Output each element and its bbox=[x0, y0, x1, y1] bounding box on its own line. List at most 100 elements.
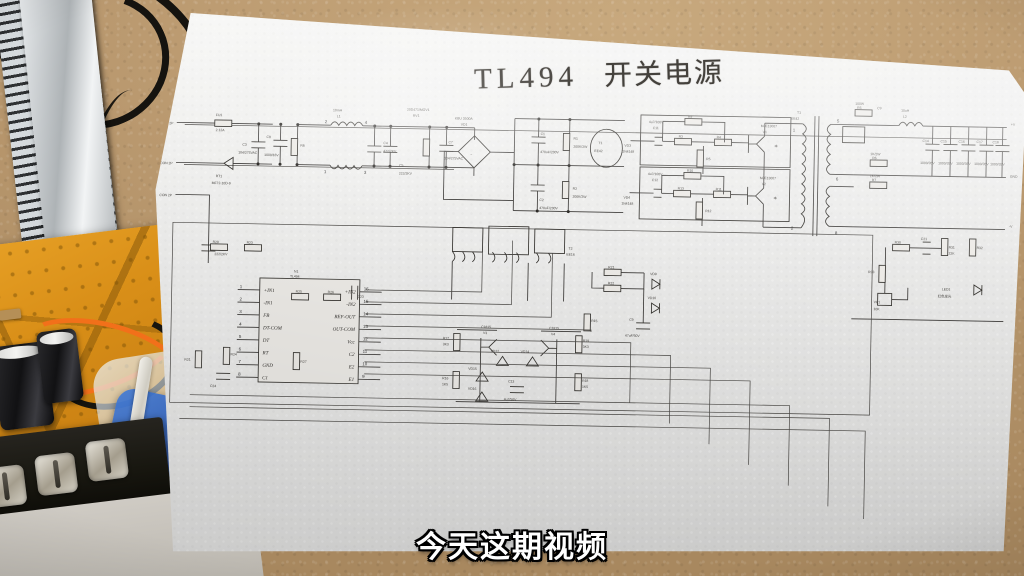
svg-text:VD14: VD14 bbox=[521, 350, 530, 354]
svg-text:10uH: 10uH bbox=[901, 109, 910, 113]
svg-text:R21: R21 bbox=[184, 358, 190, 362]
svg-text:DT-COM: DT-COM bbox=[262, 326, 283, 331]
svg-text:C2: C2 bbox=[349, 353, 355, 358]
svg-text:VD16: VD16 bbox=[468, 387, 477, 391]
svg-text:20D471/MOV1: 20D471/MOV1 bbox=[407, 108, 430, 112]
svg-text:T1: T1 bbox=[797, 111, 801, 115]
aux-protection-stage: R21 R22 VD9 VD10 C9 47uF/50V R15 bbox=[583, 265, 661, 338]
svg-text:R23: R23 bbox=[247, 241, 253, 245]
svg-text:MF72-10D-9: MF72-10D-9 bbox=[212, 181, 231, 185]
svg-text:100W: 100W bbox=[855, 102, 865, 106]
svg-text:MJE13007: MJE13007 bbox=[761, 124, 777, 128]
svg-text:4: 4 bbox=[365, 120, 368, 125]
svg-text:KBU 3500A: KBU 3500A bbox=[455, 116, 474, 120]
schematic-drawing: CON 2P CON 2P CON 2P FU1 2.12A RT1 MF72-… bbox=[159, 102, 1018, 520]
svg-text:+V: +V bbox=[1011, 123, 1016, 127]
svg-text:C5: C5 bbox=[399, 163, 404, 167]
svg-text:R15: R15 bbox=[591, 319, 597, 323]
svg-text:C9: C9 bbox=[877, 106, 882, 110]
svg-text:R11: R11 bbox=[716, 187, 722, 191]
terminal-screw bbox=[0, 464, 28, 509]
electrolytic-capacitor bbox=[35, 327, 85, 405]
svg-text:FB: FB bbox=[262, 314, 269, 319]
svg-text:200K/2W: 200K/2W bbox=[573, 145, 588, 149]
svg-text:R12: R12 bbox=[705, 209, 711, 213]
svg-text:C14: C14 bbox=[923, 139, 929, 143]
svg-text:R9: R9 bbox=[688, 115, 693, 119]
svg-text:R10: R10 bbox=[687, 169, 693, 173]
svg-text:C17: C17 bbox=[977, 140, 983, 144]
svg-text:RV1: RV1 bbox=[413, 114, 420, 118]
svg-text:222/2KV: 222/2KV bbox=[399, 171, 413, 175]
svg-text:R5: R5 bbox=[706, 157, 711, 161]
svg-text:T1: T1 bbox=[598, 141, 602, 145]
control-section-frame bbox=[169, 221, 874, 416]
svg-text:FU1: FU1 bbox=[216, 113, 223, 117]
svg-text:1000/35V: 1000/35V bbox=[990, 162, 1005, 166]
tl494-left-pins: 1+IN12-IN13FB4DT-COM5DT6RT7GND8C1 bbox=[236, 284, 283, 381]
svg-text:E1: E1 bbox=[347, 378, 354, 383]
svg-text:9: 9 bbox=[362, 374, 365, 379]
svg-text:R19: R19 bbox=[583, 339, 589, 343]
svg-text:EE16: EE16 bbox=[566, 253, 574, 257]
svg-text:4u7/50V: 4u7/50V bbox=[504, 397, 517, 401]
svg-text:-IN1: -IN1 bbox=[263, 301, 272, 306]
drive-transformer: T2 EE16 bbox=[451, 225, 575, 302]
svg-text:R21: R21 bbox=[608, 265, 614, 269]
svg-text:4u7/100V: 4u7/100V bbox=[648, 172, 663, 176]
svg-text:1K5: 1K5 bbox=[582, 385, 588, 389]
svg-text:L1: L1 bbox=[337, 114, 341, 118]
svg-text:+IN2: +IN2 bbox=[345, 290, 356, 295]
svg-text:C12: C12 bbox=[652, 178, 658, 182]
svg-text:104/275VAC: 104/275VAC bbox=[238, 151, 258, 155]
svg-text:C9: C9 bbox=[629, 318, 634, 322]
svg-text:C1: C1 bbox=[541, 132, 546, 136]
svg-text:10: 10 bbox=[362, 361, 368, 366]
svg-text:R16: R16 bbox=[442, 376, 448, 380]
svg-text:R8: R8 bbox=[300, 144, 305, 148]
svg-text:~: ~ bbox=[470, 153, 472, 157]
svg-text:RT: RT bbox=[262, 351, 270, 356]
svg-text:R13: R13 bbox=[678, 187, 684, 191]
svg-text:2: 2 bbox=[240, 297, 243, 302]
terminal-screw bbox=[33, 451, 79, 497]
svg-text:C3: C3 bbox=[242, 143, 247, 147]
schematic-paper: CON 2P CON 2P CON 2P FU1 2.12A RT1 MF72-… bbox=[155, 13, 1024, 552]
svg-text:472/2KV: 472/2KV bbox=[383, 149, 397, 153]
svg-text:EE42: EE42 bbox=[594, 149, 602, 153]
svg-text:1: 1 bbox=[240, 284, 243, 289]
svg-text:3K3: 3K3 bbox=[583, 345, 589, 349]
svg-text:1K/2W: 1K/2W bbox=[870, 174, 881, 178]
svg-text:RT1: RT1 bbox=[216, 174, 223, 178]
svg-text:DT: DT bbox=[262, 339, 271, 344]
svg-text:R20: R20 bbox=[213, 240, 219, 244]
svg-text:E2: E2 bbox=[348, 365, 355, 370]
svg-text:Vcc: Vcc bbox=[347, 340, 355, 345]
svg-text:R30: R30 bbox=[895, 241, 901, 245]
svg-text:1000/16V: 1000/16V bbox=[264, 153, 279, 157]
svg-text:C18: C18 bbox=[993, 140, 999, 144]
svg-text:V2: V2 bbox=[762, 182, 766, 186]
svg-text:C4: C4 bbox=[383, 141, 388, 145]
svg-text:8: 8 bbox=[835, 230, 838, 235]
svg-text:C24: C24 bbox=[210, 384, 216, 388]
svg-text:4u7/100V: 4u7/100V bbox=[649, 120, 664, 124]
svg-text:16: 16 bbox=[364, 286, 370, 291]
svg-text:C11: C11 bbox=[653, 126, 659, 130]
svg-text:C8: C8 bbox=[266, 135, 271, 139]
svg-text:15: 15 bbox=[363, 299, 369, 304]
svg-text:22K: 22K bbox=[948, 252, 955, 256]
svg-text:VD12: VD12 bbox=[491, 349, 500, 353]
svg-text:VD4: VD4 bbox=[623, 196, 630, 200]
svg-text:12: 12 bbox=[363, 336, 369, 341]
svg-text:R26: R26 bbox=[328, 290, 334, 294]
svg-text:VD3: VD3 bbox=[624, 144, 631, 148]
ac-input-section: CON 2P CON 2P CON 2P FU1 2.12A RT1 MF72-… bbox=[159, 108, 475, 263]
svg-text:-V: -V bbox=[1009, 225, 1013, 229]
drawing-border bbox=[184, 124, 1007, 170]
svg-text:1: 1 bbox=[324, 169, 327, 174]
svg-text:GND: GND bbox=[262, 364, 273, 369]
svg-text:C16: C16 bbox=[959, 140, 965, 144]
